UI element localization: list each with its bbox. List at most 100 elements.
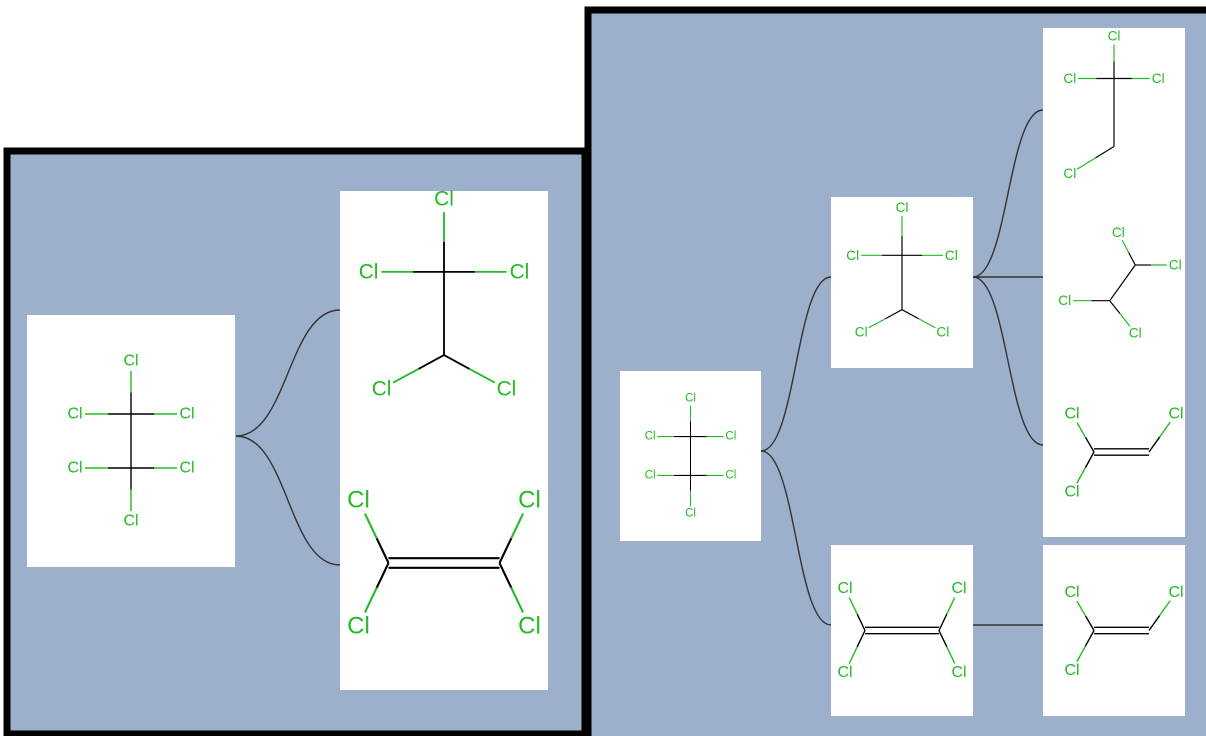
chlorine-atom-label: Cl <box>372 377 392 400</box>
chlorine-atom-label: Cl <box>510 260 530 283</box>
chlorine-atom-label: Cl <box>1168 584 1183 601</box>
bond-3 <box>1159 421 1171 438</box>
bond-4 <box>868 318 886 329</box>
chlorine-atom-label: Cl <box>123 513 138 530</box>
bond-1 <box>375 537 390 564</box>
chlorine-atom-label: Cl <box>951 580 966 597</box>
bond-5 <box>469 368 496 384</box>
chlorine-atom-label: Cl <box>67 460 82 477</box>
bond-5 <box>443 354 470 370</box>
bond-4 <box>885 309 903 320</box>
chlorine-atom-label: Cl <box>67 406 82 423</box>
bond-4 <box>1119 313 1131 327</box>
bond-5 <box>918 318 936 329</box>
chlorine-atom-label: Cl <box>1112 225 1125 240</box>
chlorine-atom-label: Cl <box>497 377 517 400</box>
chlorine-atom-label: Cl <box>1064 406 1079 423</box>
chlorine-atom-label: Cl <box>896 200 909 215</box>
bond-2 <box>848 646 858 664</box>
chlorine-atom-label: Cl <box>855 324 868 339</box>
edge-hexachloroethane-to-tetrachloroethylene <box>235 435 341 566</box>
chlorine-atom-label: Cl <box>434 188 454 211</box>
bond-1 <box>1076 422 1087 438</box>
bond-2 <box>375 562 390 589</box>
edge-hexachloroethane-to-tetrachloroethylene <box>760 450 832 626</box>
chlorine-atom-label: Cl <box>846 248 859 263</box>
chlorine-atom-label: Cl <box>1064 484 1079 501</box>
bond-3 <box>938 613 948 631</box>
bond-4 <box>946 646 956 664</box>
bond-2 <box>1084 451 1095 468</box>
chlorine-atom-label: Cl <box>123 353 138 370</box>
bond-3 <box>1148 436 1161 453</box>
chlorine-atom-label: Cl <box>347 613 370 640</box>
chlorine-atom-label: Cl <box>1063 71 1076 86</box>
bond-1 <box>856 613 866 631</box>
bond-0 <box>1109 282 1123 302</box>
chlorine-atom-label: Cl <box>725 469 736 481</box>
chlorine-atom-label: Cl <box>1064 584 1079 601</box>
bond-3 <box>510 513 524 539</box>
bond-2 <box>1076 467 1087 484</box>
chlorine-atom-label: Cl <box>645 469 656 481</box>
bond-2 <box>364 587 378 613</box>
chlorine-atom-label: Cl <box>685 508 696 520</box>
molecule-card <box>1043 545 1185 716</box>
chlorine-atom-label: Cl <box>518 613 541 640</box>
edge-hexachloroethane-to-pentachloroethane <box>760 276 832 452</box>
bond-0 <box>1122 264 1136 284</box>
chlorine-atom-label: Cl <box>1152 71 1165 86</box>
bond-3 <box>946 597 956 615</box>
chlorine-atom-label: Cl <box>945 248 958 263</box>
molecule-card <box>1043 197 1185 367</box>
bond-3 <box>498 537 513 564</box>
bond-5 <box>901 309 919 320</box>
chlorine-atom-label: Cl <box>1169 258 1182 273</box>
chlorine-atom-label: Cl <box>179 460 194 477</box>
bond-1 <box>364 513 378 539</box>
bond-4 <box>1109 300 1121 314</box>
bond-1 <box>848 597 858 615</box>
bond-4 <box>1095 145 1115 159</box>
chlorine-atom-label: Cl <box>837 580 852 597</box>
chlorine-atom-label: Cl <box>645 431 656 443</box>
bond-4 <box>498 562 513 589</box>
bond-3 <box>1159 600 1171 616</box>
edge-pentachloroethane-to-1112-tetrachloroethane <box>972 109 1044 278</box>
chlorine-atom-label: Cl <box>179 406 194 423</box>
chlorine-atom-label: Cl <box>1168 406 1183 423</box>
molecule-card <box>1043 367 1185 537</box>
molecule-card <box>831 545 973 716</box>
bond-4 <box>392 368 419 384</box>
bond-4 <box>1076 157 1096 170</box>
bond-2 <box>856 630 866 648</box>
chlorine-atom-label: Cl <box>936 324 949 339</box>
chlorine-atom-label: Cl <box>1063 166 1076 181</box>
bond-4 <box>938 630 948 648</box>
chlorine-atom-label: Cl <box>837 664 852 681</box>
bond-1 <box>1128 252 1136 266</box>
bond-1 <box>1084 615 1095 631</box>
bond-1 <box>1076 600 1087 617</box>
bond-2 <box>1084 630 1095 647</box>
chlorine-atom-label: Cl <box>725 431 736 443</box>
